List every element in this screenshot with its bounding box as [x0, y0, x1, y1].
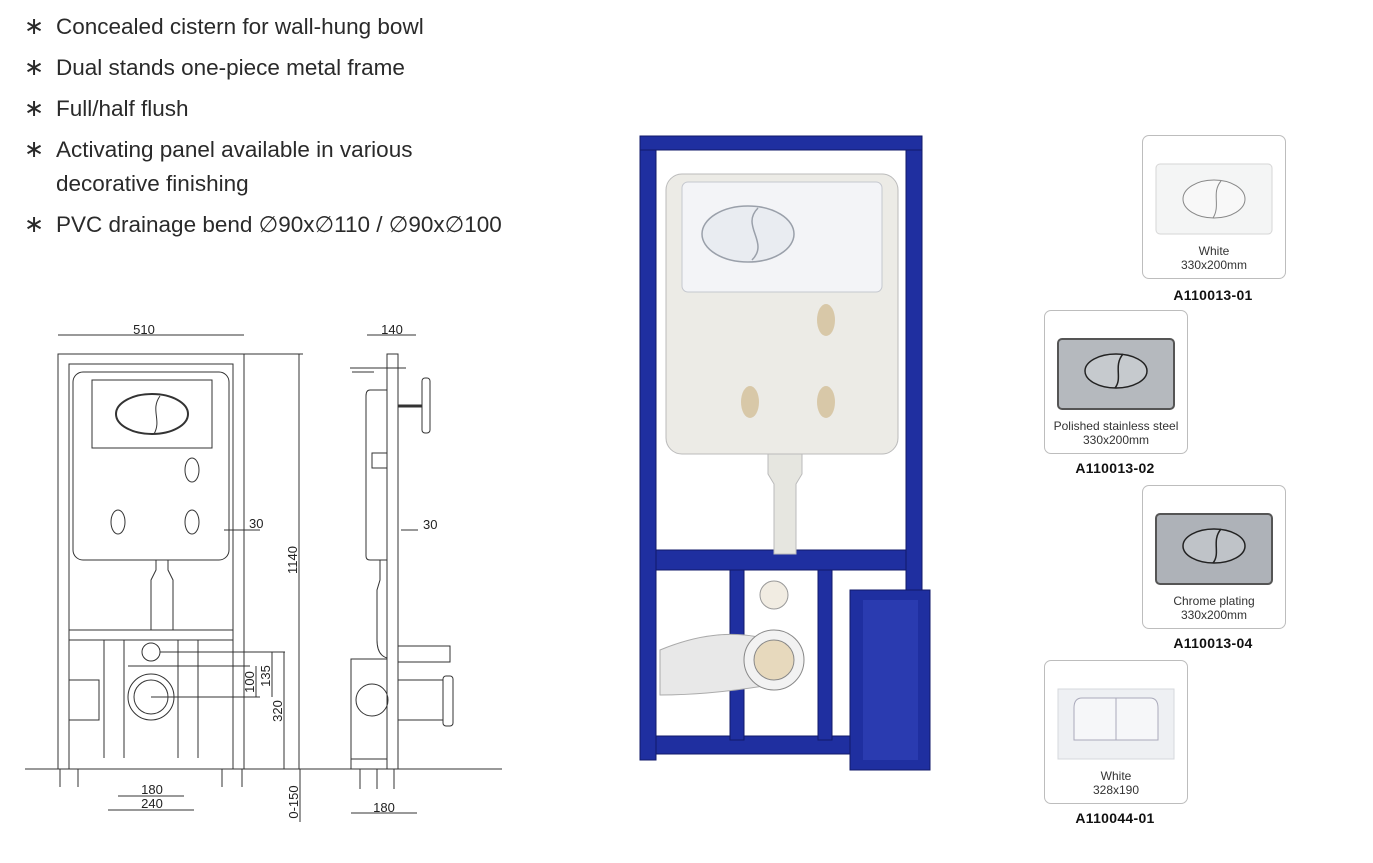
dim-offset-side: 30 — [423, 517, 437, 532]
bullet-icon: ∗ — [24, 13, 45, 40]
bullet-icon: ∗ — [24, 211, 45, 238]
bullet-icon: ∗ — [24, 54, 45, 81]
panel-size: 330x200mm — [1180, 258, 1248, 272]
panel-finish: White — [1100, 769, 1132, 783]
bullet-icon: ∗ — [24, 95, 45, 122]
product-photo — [639, 135, 931, 771]
panel-code: A110013-04 — [1173, 635, 1253, 651]
panel-finish: Polished stainless steel — [1053, 419, 1179, 433]
panel-code: A110013-02 — [1075, 460, 1155, 476]
technical-drawing: 510 1140 30 100 135 320 180 240 0-150 14… — [25, 322, 502, 822]
dim-180-front: 180 — [141, 782, 163, 797]
panel-size: 330x200mm — [1082, 433, 1150, 447]
flush-panel-white-dual — [1057, 688, 1175, 760]
flush-panel-chrome-oval — [1155, 513, 1273, 585]
panel-size: 330x200mm — [1180, 608, 1248, 622]
dim-240: 240 — [141, 796, 163, 811]
dim-100: 100 — [242, 671, 257, 693]
panel-code: A110013-01 — [1173, 287, 1253, 303]
panel-finish: White — [1198, 244, 1230, 258]
dim-180-side: 180 — [373, 800, 395, 815]
flush-panel-white-oval — [1155, 163, 1273, 235]
feature-item: ∗Concealed cistern for wall-hung bowl — [24, 10, 502, 44]
dim-height: 1140 — [285, 546, 300, 574]
panel-finish: Chrome plating — [1173, 594, 1255, 608]
feature-item: ∗Dual stands one-piece metal frame — [24, 51, 502, 85]
dim-width: 510 — [133, 322, 155, 337]
dim-depth: 140 — [381, 322, 403, 337]
feature-item: ∗Full/half flush — [24, 92, 502, 126]
panel-code: A110044-01 — [1075, 810, 1155, 826]
dim-135: 135 — [258, 665, 273, 687]
flush-panel-stainless-oval — [1057, 338, 1175, 410]
dim-adjust: 0-150 — [286, 785, 301, 818]
dim-offset-front: 30 — [249, 516, 263, 531]
dim-320: 320 — [270, 700, 285, 722]
panel-size: 328x190 — [1092, 783, 1140, 797]
feature-item: ∗PVC drainage bend ∅90x∅110 / ∅90x∅100 — [24, 208, 502, 242]
feature-list: ∗Concealed cistern for wall-hung bowl ∗D… — [24, 10, 502, 249]
bullet-icon: ∗ — [24, 136, 45, 163]
